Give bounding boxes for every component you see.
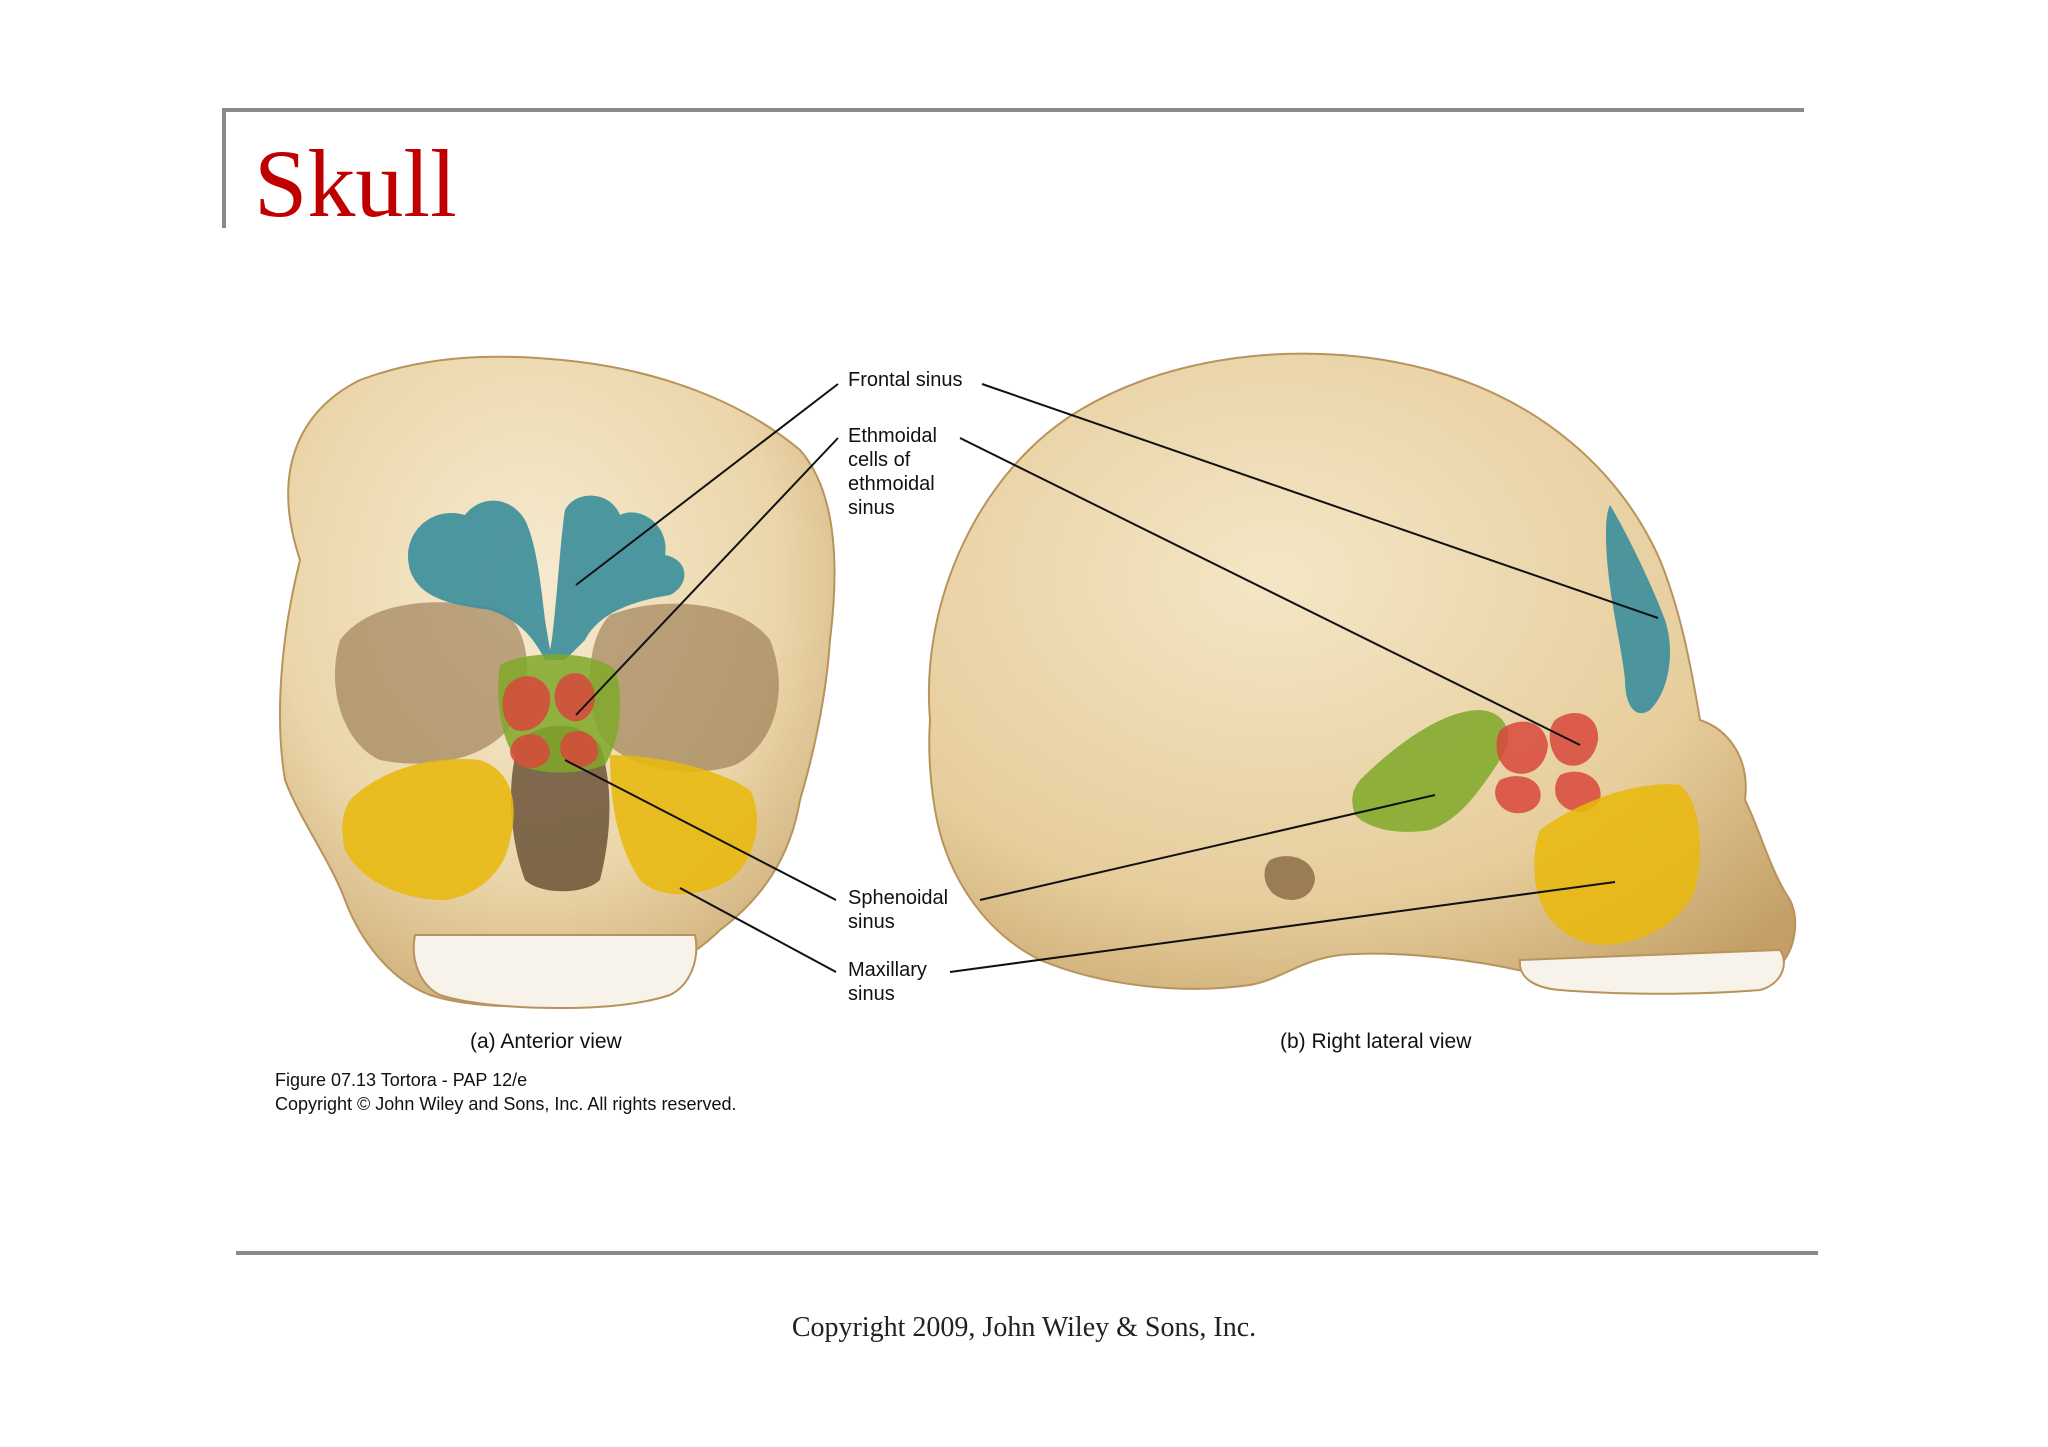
- label-ethmoidal-cells: Ethmoidal cells of ethmoidal sinus: [848, 425, 937, 519]
- leader-sphenoidal-lateral: [979, 794, 1436, 901]
- leader-ethmoidal-lateral: [959, 437, 1581, 746]
- leader-frontal-anterior: [575, 383, 839, 586]
- figure-credit-line1: Figure 07.13 Tortora - PAP 12/e: [275, 1070, 528, 1090]
- lateral-teeth: [1518, 948, 1785, 995]
- caption-lateral-view: (b) Right lateral view: [1280, 1030, 1472, 1053]
- label-maxillary-sinus: Maxillary sinus: [848, 959, 927, 1005]
- slide-frame-bottom-rule: [236, 1251, 1818, 1255]
- anterior-left-orbit: [334, 602, 527, 764]
- lateral-ear-canal: [1264, 856, 1315, 900]
- slide-footer-copyright: Copyright 2009, John Wiley & Sons, Inc.: [791, 1312, 1257, 1343]
- lateral-frontal-sinus: [1605, 505, 1670, 714]
- lateral-skull: [928, 352, 1797, 995]
- anterior-ethmoidal-cells: [502, 672, 599, 769]
- figure-credit-line2: Copyright © John Wiley and Sons, Inc. Al…: [275, 1094, 737, 1114]
- anterior-teeth: [412, 934, 698, 1010]
- label-sphenoidal-sinus: Sphenoidal sinus: [848, 887, 949, 933]
- caption-anterior-view: (a) Anterior view: [470, 1030, 622, 1053]
- leader-sphenoidal-anterior: [564, 759, 837, 901]
- leader-frontal-lateral: [981, 383, 1659, 619]
- slide-title: Skull: [254, 130, 457, 237]
- lateral-sphenoidal-sinus: [1352, 710, 1509, 832]
- slide-frame-left-rule: [222, 108, 226, 228]
- leader-maxillary-anterior: [679, 887, 837, 973]
- anterior-left-maxillary-sinus: [342, 759, 514, 900]
- lateral-maxillary-sinus: [1534, 784, 1700, 945]
- anterior-frontal-sinus: [408, 495, 685, 660]
- anterior-right-maxillary-sinus: [610, 755, 758, 895]
- anterior-skull: [279, 355, 836, 1010]
- leader-lines: [564, 383, 1659, 973]
- lateral-ethmoidal-cells: [1495, 712, 1601, 814]
- leader-ethmoidal-anterior: [575, 437, 839, 716]
- leader-maxillary-lateral: [949, 881, 1616, 973]
- label-frontal-sinus: Frontal sinus: [848, 369, 963, 391]
- anterior-right-orbit: [589, 603, 779, 772]
- slide-frame-top-rule: [222, 108, 1804, 112]
